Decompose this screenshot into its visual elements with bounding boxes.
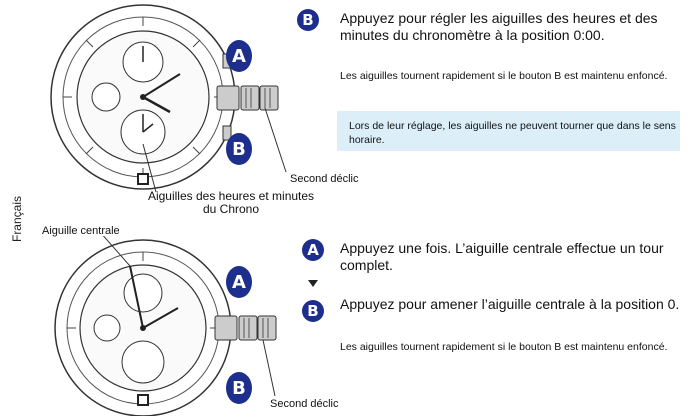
button-a-badge: A: [226, 40, 252, 72]
center-hand-callout: Aiguille centrale: [42, 225, 120, 237]
note-box: Lors de leur réglage, les aiguilles ne p…: [337, 111, 680, 151]
step-b2-text: Appuyez pour amener l’aiguille centrale …: [340, 296, 680, 312]
button-b-badge-2: B: [226, 372, 252, 404]
step-a-badge: A: [302, 239, 324, 261]
watch-illustration-2: [54, 236, 277, 416]
language-label: Français: [10, 196, 24, 243]
step-b-badge-2: B: [302, 300, 324, 322]
down-arrow-icon: [308, 280, 318, 287]
button-a-badge-2: A: [226, 266, 252, 298]
step-a-text: Appuyez une fois. L’aiguille centrale ef…: [340, 240, 664, 273]
step-b2-detail: Les aiguilles tournent rapidement si le …: [340, 341, 668, 353]
watch-illustration-1: [50, 4, 287, 193]
second-click-callout-2: Second déclic: [270, 398, 339, 410]
step-b-title: Appuyez pour régler les aiguilles des he…: [340, 10, 658, 43]
button-b-badge: B: [226, 133, 252, 165]
second-click-callout: Second déclic: [290, 173, 359, 185]
step-b-badge: B: [297, 9, 319, 31]
chrono-hands-callout: Aiguilles des heures et minutes du Chron…: [147, 189, 315, 216]
step-b-detail: Les aiguilles tournent rapidement si le …: [340, 70, 668, 82]
